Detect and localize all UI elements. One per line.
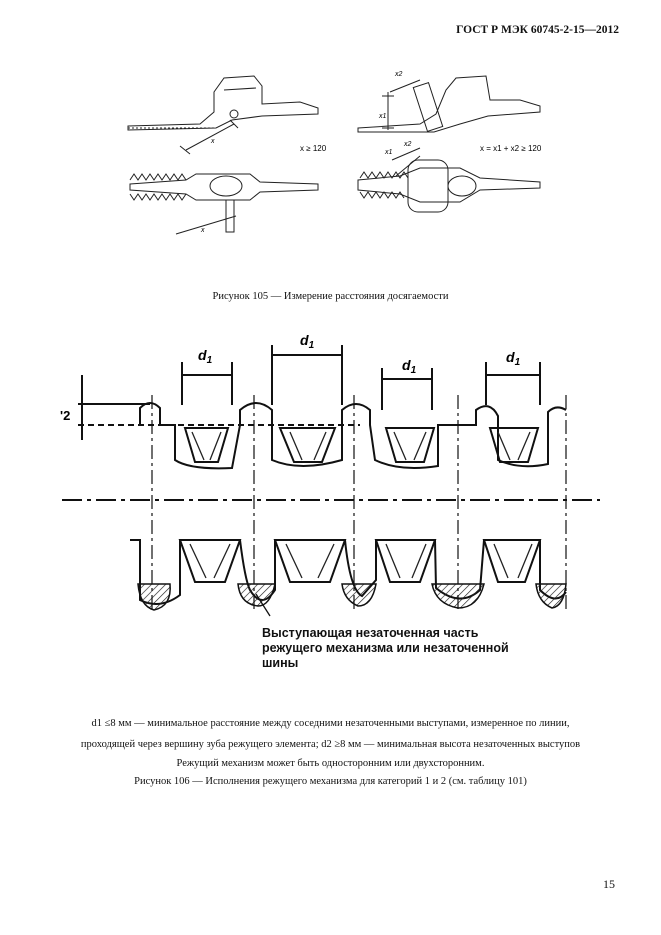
note-line-3: шины bbox=[262, 656, 299, 670]
page-number: 15 bbox=[603, 877, 615, 891]
figure-106-drawing: d1 d1 d1 d1 '2 bbox=[60, 332, 600, 617]
label-x1-bottom: x1 bbox=[384, 149, 393, 156]
label-d1-2: d1 bbox=[300, 332, 315, 351]
condition-left: x ≥ 120 bbox=[300, 144, 327, 153]
label-x1-top: x1 bbox=[378, 113, 387, 120]
figure-106-desc-3: Режущий механизм может быть односторонни… bbox=[176, 758, 485, 769]
label-x2-top: x2 bbox=[394, 71, 403, 78]
unsharpened-part-note: Выступающая незаточенная часть режущего … bbox=[262, 626, 509, 671]
condition-right: x = x1 + x2 ≥ 120 bbox=[480, 144, 542, 153]
figure-106-caption: Рисунок 106 — Исполнения режущего механи… bbox=[134, 776, 527, 787]
figure-106-desc-2: проходящей через вершину зуба режущего э… bbox=[80, 739, 581, 750]
label-x-bottom: x bbox=[200, 227, 205, 234]
label-x-top: x bbox=[210, 138, 215, 145]
note-line-2: режущего механизма или незаточенной bbox=[262, 641, 509, 655]
label-d2: '2 bbox=[60, 408, 70, 423]
note-line-1: Выступающая незаточенная часть bbox=[262, 626, 479, 640]
label-d1-1: d1 bbox=[198, 347, 213, 366]
label-d1-4: d1 bbox=[506, 349, 521, 368]
label-x2-bottom: x2 bbox=[403, 141, 412, 148]
figure-106-desc-1: d1 ≤8 мм — минимальное расстояние между … bbox=[91, 718, 570, 729]
figure-105-caption: Рисунок 105 — Измерение расстояния досяг… bbox=[212, 291, 449, 302]
figure-105-drawing: x x x2 x1 x1 x2 x ≥ 120 x = x1 + x2 ≥ 12… bbox=[127, 71, 542, 235]
label-d1-3: d1 bbox=[402, 357, 417, 376]
document-header: ГОСТ Р МЭК 60745-2-15—2012 bbox=[456, 24, 619, 36]
